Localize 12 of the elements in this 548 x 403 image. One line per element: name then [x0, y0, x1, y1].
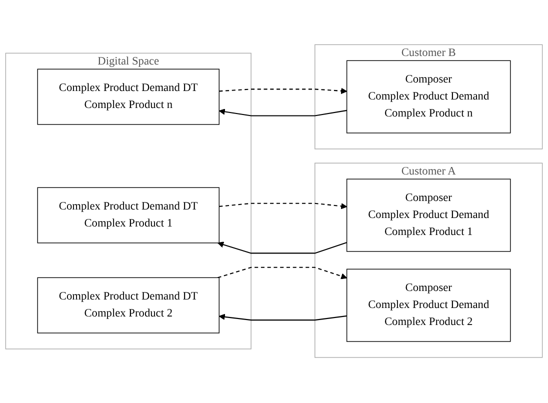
arrow	[219, 88, 348, 94]
arrow	[219, 203, 348, 210]
node-box: Complex Product Demand DT Complex Product n	[37, 69, 220, 126]
node-box: Complex Product Demand DT Complex Product 2	[37, 278, 220, 334]
arrow	[218, 267, 348, 280]
node-box: Composer Complex Product Demand Complex Product 1	[346, 179, 511, 252]
node-box: Complex Product Demand DT Complex Product 1	[37, 188, 220, 244]
arrow	[218, 109, 347, 117]
arrow	[218, 314, 347, 321]
arrow	[218, 242, 347, 254]
node-box: Composer Complex Product Demand Complex Product n	[346, 60, 511, 134]
node-box: Composer Complex Product Demand Complex Product 2	[346, 269, 511, 342]
